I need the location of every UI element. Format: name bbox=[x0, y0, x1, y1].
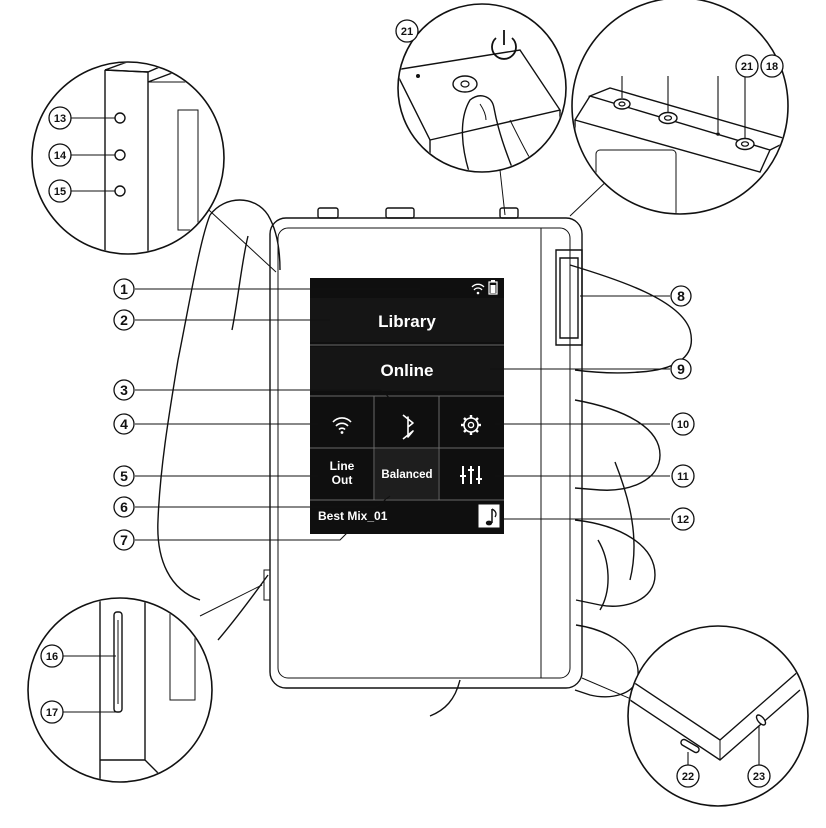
bluetooth-icon bbox=[402, 414, 414, 440]
now-playing-title: Best Mix_01 bbox=[318, 509, 388, 523]
zoom-left-side-buttons bbox=[31, 61, 277, 273]
svg-text:6: 6 bbox=[120, 499, 128, 515]
callout-2: 2 bbox=[113, 309, 135, 331]
leader-lines bbox=[135, 288, 670, 541]
callout-21-power: 21 bbox=[395, 19, 419, 43]
svg-text:7: 7 bbox=[120, 532, 128, 548]
svg-text:22: 22 bbox=[682, 771, 694, 783]
svg-text:23: 23 bbox=[753, 771, 765, 783]
callout-22: 22 bbox=[676, 764, 700, 788]
wifi-status-icon bbox=[471, 283, 485, 295]
callout-9: 9 bbox=[670, 358, 692, 380]
settings-button[interactable] bbox=[440, 397, 503, 447]
svg-text:15: 15 bbox=[54, 186, 66, 198]
music-note-icon bbox=[485, 508, 497, 526]
line-out-label-2: Out bbox=[332, 473, 353, 487]
wifi-icon bbox=[332, 417, 352, 434]
svg-text:1: 1 bbox=[120, 281, 128, 297]
callout-17: 17 bbox=[40, 700, 64, 724]
svg-text:18: 18 bbox=[766, 61, 778, 73]
zoom-bottom-ports bbox=[581, 625, 809, 807]
svg-text:11: 11 bbox=[677, 471, 689, 483]
svg-text:9: 9 bbox=[677, 361, 685, 377]
zoom-card-slot bbox=[27, 584, 263, 783]
svg-text:8: 8 bbox=[677, 288, 685, 304]
player-body bbox=[263, 207, 583, 689]
online-label: Online bbox=[381, 361, 434, 380]
equalizer-icon bbox=[460, 466, 482, 484]
battery-icon bbox=[488, 280, 498, 295]
callout-4: 4 bbox=[113, 413, 135, 435]
callout-5: 5 bbox=[113, 465, 135, 487]
online-menu-item[interactable]: Online bbox=[310, 347, 504, 391]
callout-8: 8 bbox=[670, 285, 692, 307]
callout-6: 6 bbox=[113, 496, 135, 518]
svg-text:13: 13 bbox=[54, 113, 66, 125]
power-icon bbox=[491, 30, 517, 60]
svg-text:5: 5 bbox=[120, 468, 128, 484]
callout-14: 14 bbox=[48, 143, 72, 167]
library-label: Library bbox=[378, 312, 436, 331]
equalizer-button[interactable] bbox=[440, 449, 503, 499]
callout-7: 7 bbox=[113, 529, 135, 551]
callout-10: 10 bbox=[671, 412, 695, 436]
callout-3: 3 bbox=[113, 379, 135, 401]
hand-illustration bbox=[157, 199, 693, 717]
screen: Library Online bbox=[310, 278, 504, 534]
zoom-power-button bbox=[397, 3, 567, 216]
line-out-button[interactable]: Line Out bbox=[311, 449, 373, 499]
svg-text:21: 21 bbox=[741, 61, 753, 73]
line-out-label-1: Line bbox=[330, 459, 355, 473]
callout-15: 15 bbox=[48, 179, 72, 203]
svg-text:12: 12 bbox=[677, 514, 689, 526]
callout-16: 16 bbox=[40, 644, 64, 668]
callout-18: 18 bbox=[760, 54, 784, 78]
callout-12: 12 bbox=[671, 507, 695, 531]
wifi-toggle-button[interactable] bbox=[311, 397, 373, 447]
zoom-top-jacks bbox=[569, 0, 789, 217]
balanced-button[interactable]: Balanced bbox=[375, 449, 438, 499]
svg-text:21: 21 bbox=[401, 26, 413, 38]
bluetooth-toggle-button[interactable] bbox=[375, 397, 438, 447]
callout-1: 1 bbox=[113, 278, 135, 300]
svg-text:17: 17 bbox=[46, 707, 58, 719]
callout-23: 23 bbox=[747, 764, 771, 788]
svg-text:3: 3 bbox=[120, 382, 128, 398]
status-bar bbox=[471, 280, 498, 295]
svg-text:2: 2 bbox=[120, 312, 128, 328]
library-menu-item[interactable]: Library bbox=[310, 298, 504, 342]
svg-text:10: 10 bbox=[677, 419, 689, 431]
balanced-label: Balanced bbox=[381, 469, 432, 481]
svg-text:4: 4 bbox=[120, 416, 128, 432]
now-playing-button[interactable] bbox=[477, 503, 501, 529]
callout-13: 13 bbox=[48, 106, 72, 130]
svg-text:16: 16 bbox=[46, 651, 58, 663]
settings-gear-icon bbox=[461, 415, 481, 435]
callout-11: 11 bbox=[671, 464, 695, 488]
callout-21-top: 21 bbox=[735, 54, 759, 78]
svg-text:14: 14 bbox=[54, 150, 67, 162]
